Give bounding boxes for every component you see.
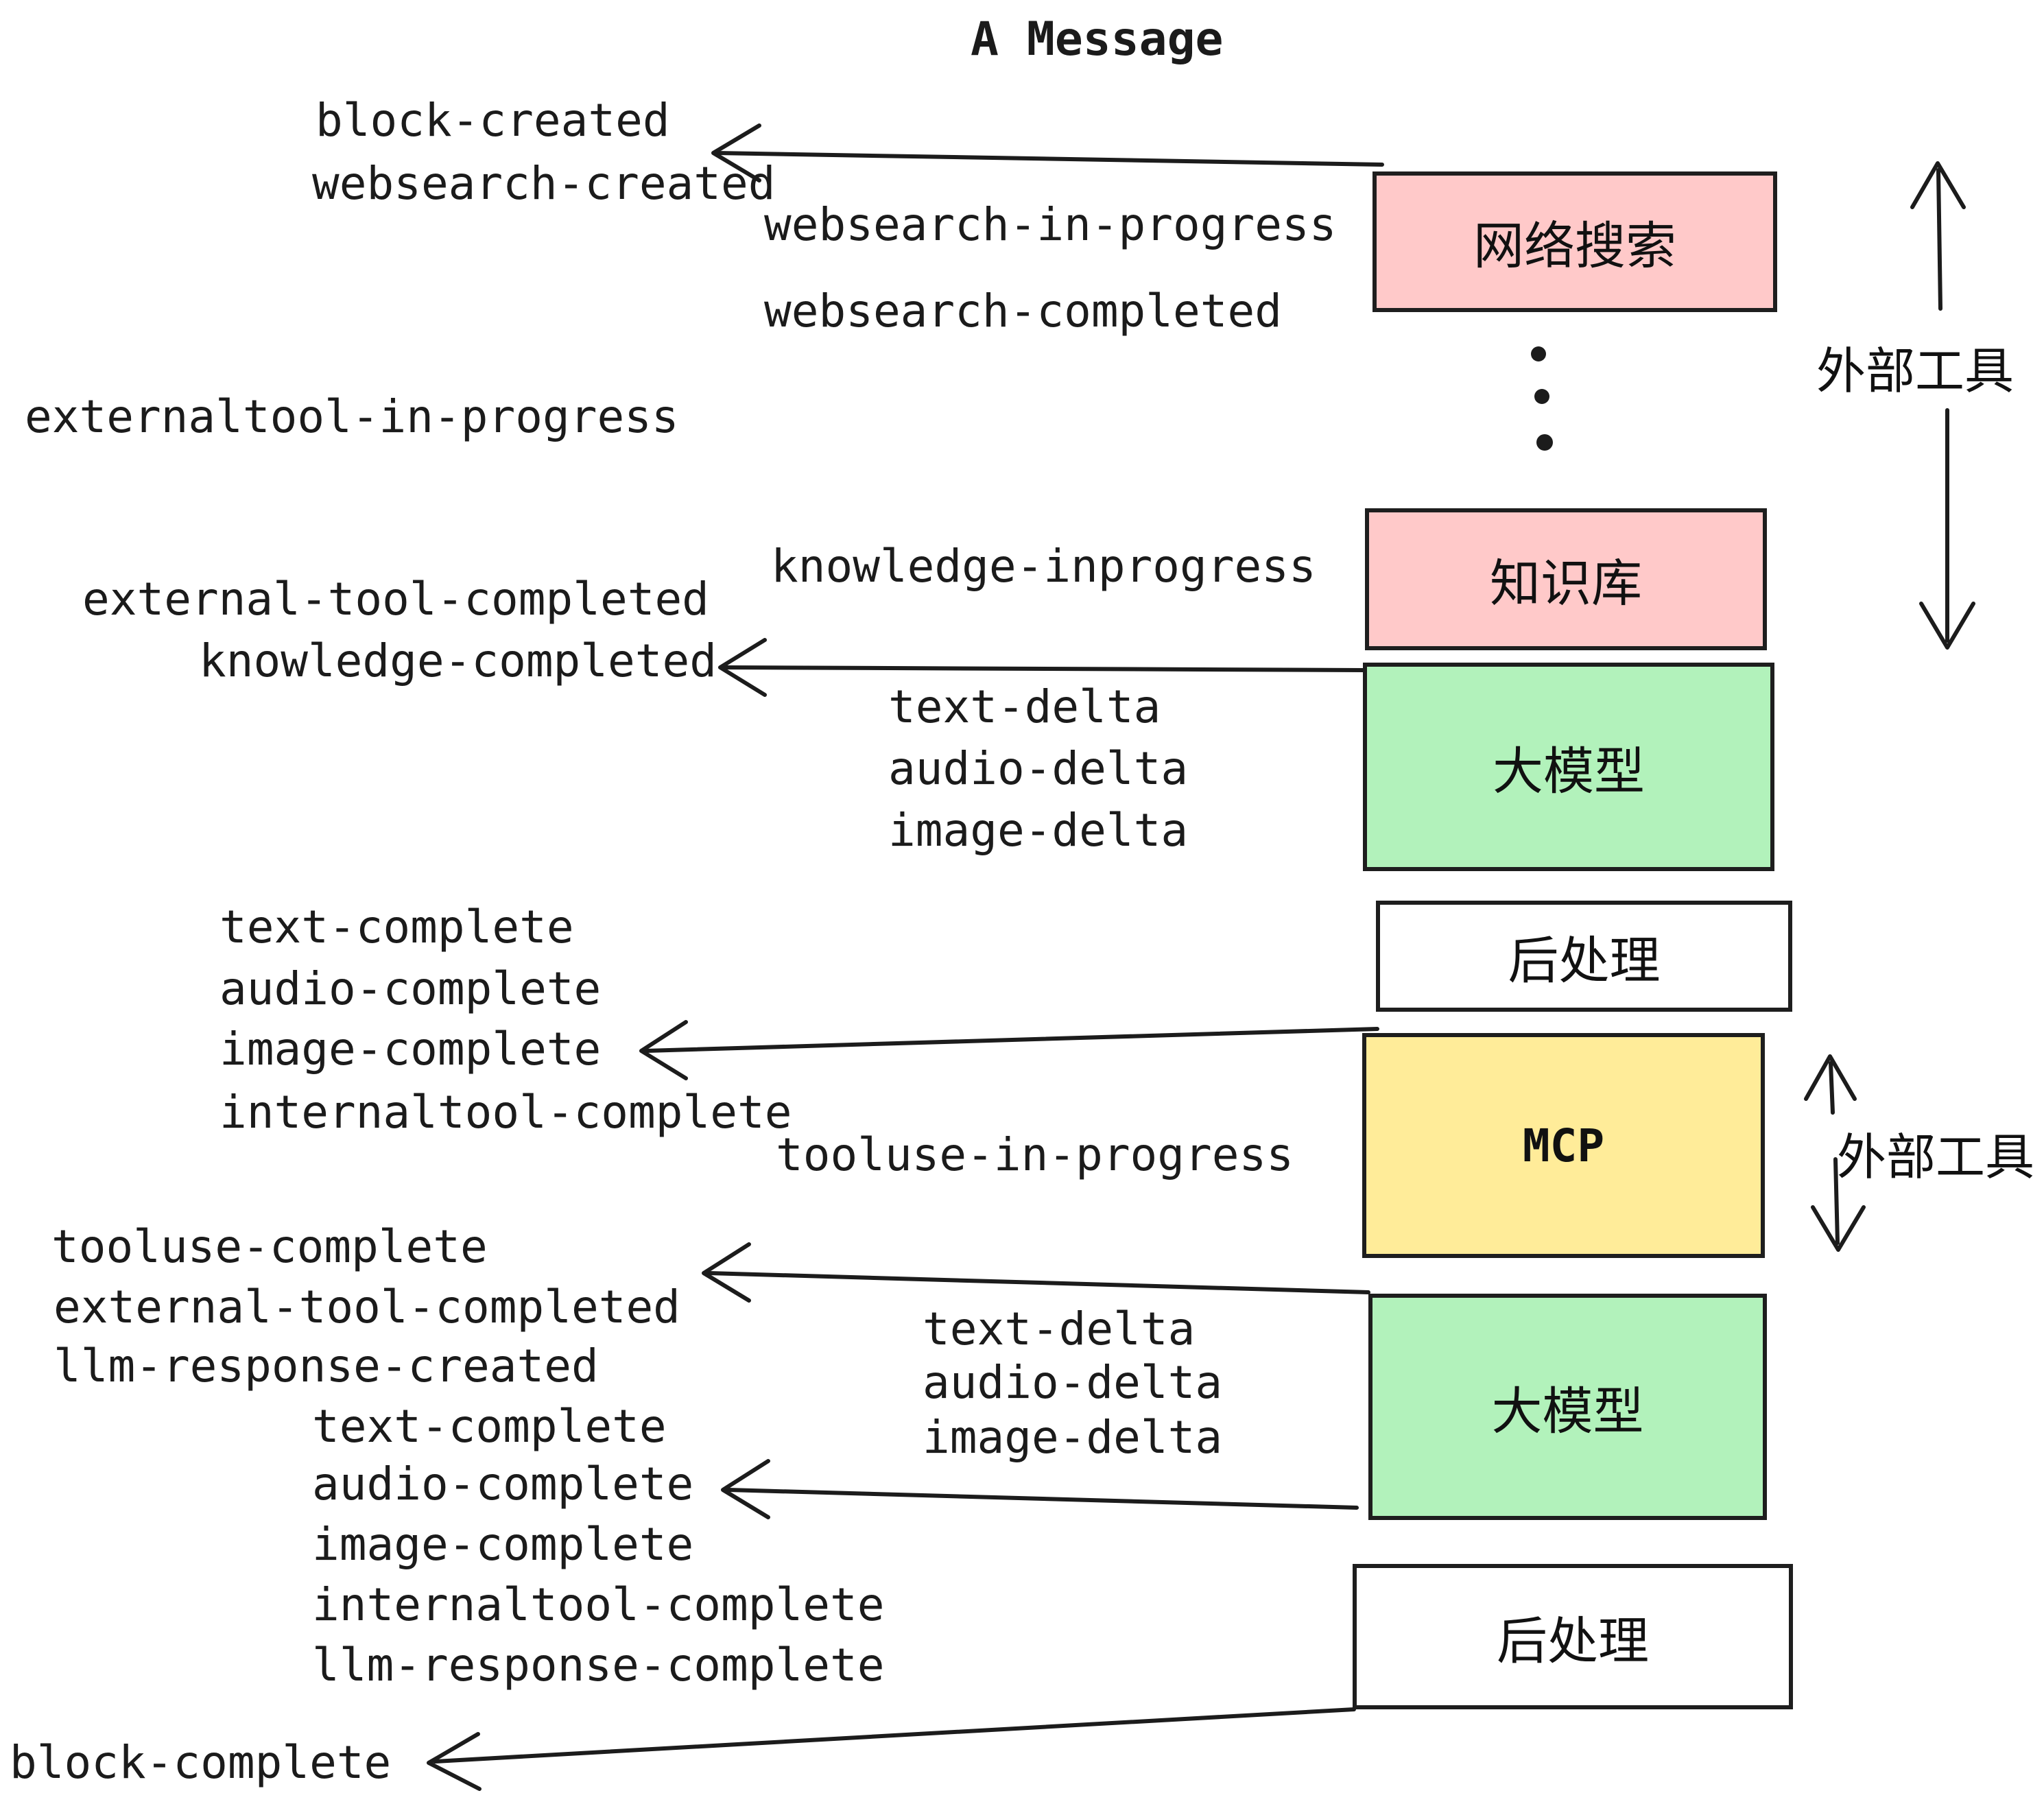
side-label-external-tools-1: 外部工具: [1816, 342, 2015, 400]
external-tools-up-arrow-1: [1910, 161, 1966, 311]
event-knowledge-inprogress: knowledge-inprogress: [771, 540, 1316, 593]
arrow-post1-to-image-complete: [639, 1020, 1379, 1080]
side-label-external-tools-2: 外部工具: [1837, 1128, 2035, 1186]
box-mcp: MCP: [1362, 1033, 1765, 1258]
event-audio-complete-2: audio-complete: [312, 1458, 694, 1510]
event-image-complete-2: image-complete: [312, 1518, 694, 1571]
box-knowledge: 知识库: [1365, 508, 1767, 650]
event-text-complete-2: text-complete: [312, 1400, 667, 1453]
box-websearch-label: 网络搜索: [1473, 217, 1676, 276]
event-text-delta-2: text-delta: [923, 1303, 1196, 1355]
event-external-tool-completed-1: external-tool-completed: [82, 573, 709, 626]
vertical-ellipsis-dots: [1531, 346, 1553, 451]
box-post-1-label: 后处理: [1508, 931, 1661, 990]
event-text-delta-1: text-delta: [888, 680, 1161, 733]
event-audio-delta-1: audio-delta: [888, 742, 1189, 795]
arrow-llm2-to-audio-complete: [721, 1459, 1359, 1519]
event-image-delta-1: image-delta: [888, 804, 1189, 857]
event-tooluse-in-progress: tooluse-in-progress: [776, 1128, 1294, 1181]
diagram-title: A Message: [971, 12, 1224, 67]
event-block-complete: block-complete: [10, 1736, 392, 1789]
event-knowledge-completed: knowledge-completed: [199, 634, 717, 687]
arrow-websearch-to-block-created: [711, 123, 1384, 182]
event-internaltool-complete-2: internaltool-complete: [312, 1578, 885, 1631]
event-external-tool-completed-2: external-tool-completed: [54, 1281, 680, 1333]
box-llm-1-label: 大模型: [1493, 741, 1645, 801]
event-llm-response-created: llm-response-created: [54, 1340, 599, 1392]
box-post-1: 后处理: [1376, 901, 1792, 1012]
box-post-2-label: 后处理: [1497, 1611, 1649, 1671]
event-image-delta-2: image-delta: [923, 1411, 1223, 1464]
box-websearch: 网络搜索: [1372, 171, 1777, 312]
arrow-post2-to-block-complete: [427, 1707, 1356, 1791]
external-tools-down-arrow-1: [1919, 408, 1975, 650]
event-tooluse-complete: tooluse-complete: [51, 1220, 488, 1273]
box-llm-2-label: 大模型: [1491, 1381, 1644, 1441]
event-externaltool-in-progress: externaltool-in-progress: [25, 390, 679, 443]
event-internaltool-complete-1: internaltool-complete: [219, 1086, 792, 1139]
event-text-complete-1: text-complete: [219, 901, 574, 953]
box-mcp-label: MCP: [1522, 1119, 1605, 1172]
event-block-created: block-created: [316, 94, 670, 147]
event-websearch-completed: websearch-completed: [764, 285, 1282, 337]
event-websearch-in-progress: websearch-in-progress: [764, 198, 1337, 251]
external-tools-up-arrow-2: [1804, 1054, 1857, 1115]
box-post-2: 后处理: [1353, 1564, 1793, 1709]
event-audio-delta-2: audio-delta: [923, 1356, 1223, 1409]
event-websearch-created: websearch-created: [312, 157, 776, 210]
box-knowledge-label: 知识库: [1490, 554, 1642, 613]
event-image-complete-1: image-complete: [219, 1023, 602, 1076]
box-llm-2: 大模型: [1368, 1294, 1767, 1520]
arrow-llm2-to-tooluse-complete: [702, 1242, 1370, 1303]
box-llm-1: 大模型: [1363, 663, 1774, 871]
event-audio-complete-1: audio-complete: [219, 962, 602, 1015]
event-llm-response-complete: llm-response-complete: [312, 1639, 885, 1692]
